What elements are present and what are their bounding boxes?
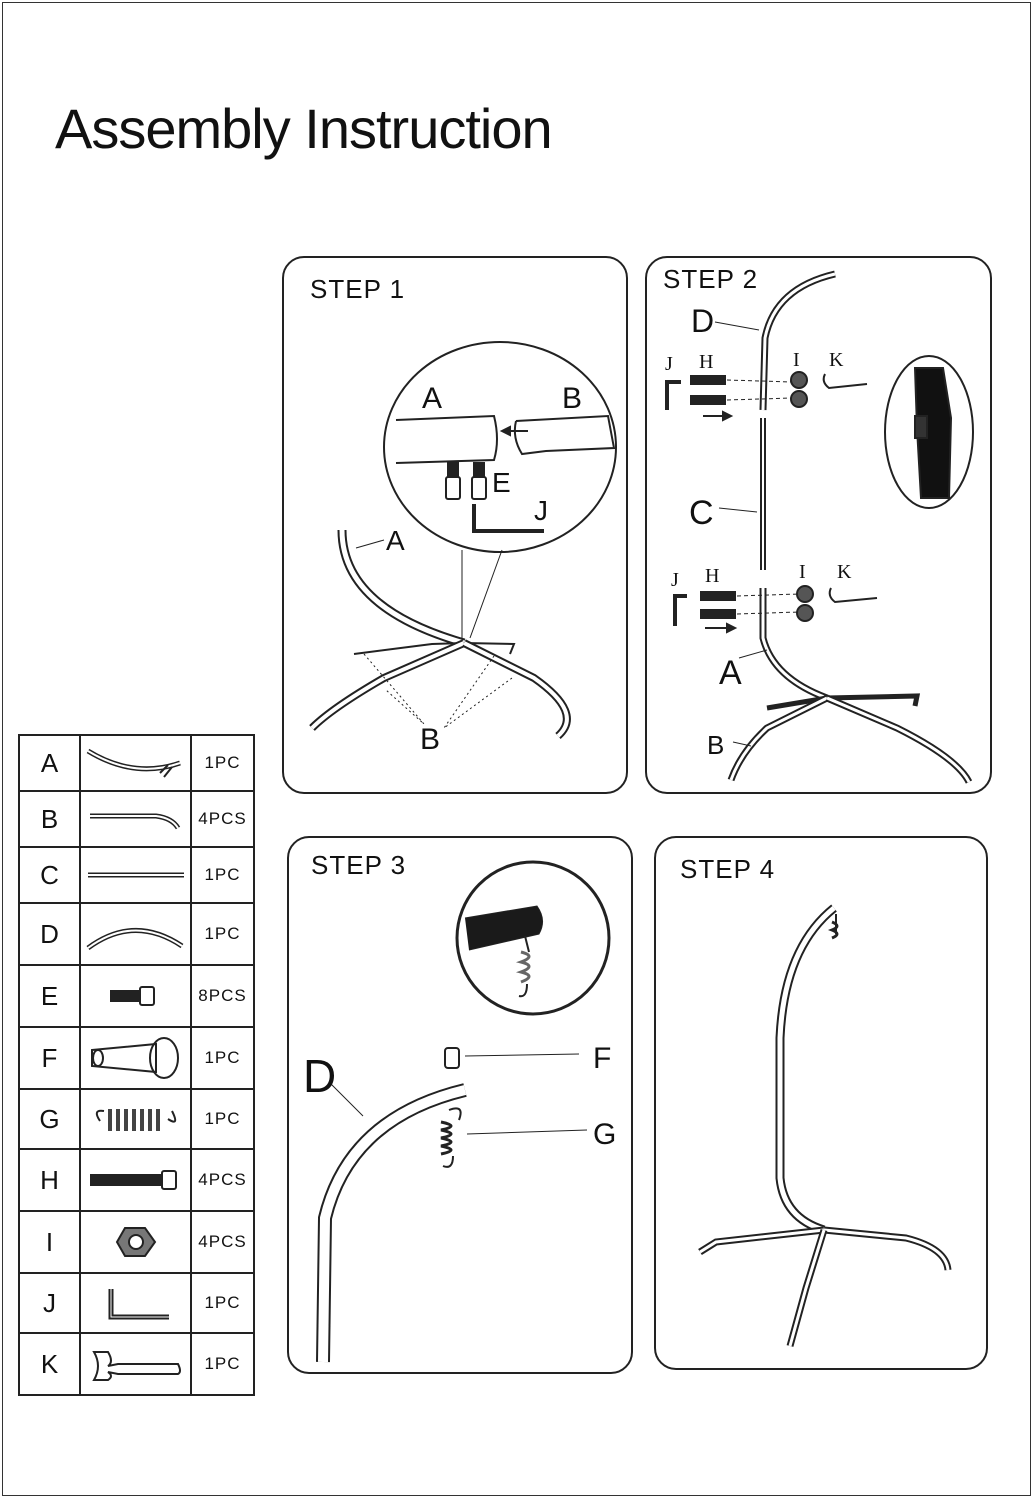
part-quantity: 1PC <box>190 902 255 966</box>
base-leg-b-icon <box>79 790 192 848</box>
straight-pole-c-icon <box>79 846 192 904</box>
step-2-callout-k-lower: K <box>837 561 852 583</box>
step-2-callout-a: A <box>719 654 742 692</box>
step-1-panel: STEP 1 <box>282 256 628 794</box>
step-3-callout-f: F <box>593 1042 611 1075</box>
step-2-callout-h-lower: H <box>705 565 719 587</box>
step-1-callout-e: E <box>492 467 511 498</box>
part-quantity: 8PCS <box>190 964 255 1028</box>
allen-key-j-icon <box>79 1272 192 1334</box>
part-quantity: 1PC <box>190 1088 255 1150</box>
curved-pole-a-icon <box>79 734 192 792</box>
part-letter: I <box>18 1210 81 1274</box>
part-letter: H <box>18 1148 81 1212</box>
part-letter: K <box>18 1332 81 1396</box>
part-letter: E <box>18 964 81 1028</box>
part-letter: G <box>18 1088 81 1150</box>
part-row-e: E 8PCS <box>18 964 255 1028</box>
part-row-a: A 1PC <box>18 734 255 792</box>
part-row-i: I 4PCS <box>18 1210 255 1274</box>
step-1-callout-a-zoom: A <box>422 382 442 415</box>
step-2-label: STEP 2 <box>663 264 759 294</box>
part-row-c: C 1PC <box>18 846 255 904</box>
part-row-j: J 1PC <box>18 1272 255 1334</box>
step-2-callout-h-upper: H <box>699 351 713 373</box>
part-letter: D <box>18 902 81 966</box>
part-row-d: D 1PC <box>18 902 255 966</box>
step-4-panel: STEP 4 <box>654 836 988 1370</box>
step-2-panel: STEP 2 <box>645 256 992 794</box>
part-letter: C <box>18 846 81 904</box>
step-1-callout-j: J <box>534 495 548 526</box>
part-row-h: H 4PCS <box>18 1148 255 1212</box>
part-row-b: B 4PCS <box>18 790 255 848</box>
step-2-callout-c: C <box>689 494 714 532</box>
step-1-callout-b: B <box>420 723 440 756</box>
part-letter: B <box>18 790 81 848</box>
step-2-callout-j-upper: J <box>665 353 673 375</box>
step-3-illustration: D F G <box>303 860 616 1363</box>
wrench-k-icon <box>79 1332 192 1396</box>
step-2-illustration: D C A B J H I K J H I K <box>665 270 974 784</box>
step-2-callout-j-lower: J <box>671 569 679 591</box>
short-bolt-e-icon <box>79 964 192 1028</box>
page-title: Assembly Instruction <box>55 97 553 160</box>
step-3-label: STEP 3 <box>311 850 407 880</box>
part-quantity: 1PC <box>190 1332 255 1396</box>
step-4-illustration <box>698 904 952 1347</box>
part-quantity: 1PC <box>190 1026 255 1090</box>
step-3-panel: STEP 3 D F G <box>287 836 633 1374</box>
part-quantity: 1PC <box>190 1272 255 1334</box>
step-2-callout-i-lower: I <box>799 561 806 583</box>
part-quantity: 4PCS <box>190 1148 255 1212</box>
step-1-callout-b-zoom: B <box>562 382 582 415</box>
part-quantity: 1PC <box>190 846 255 904</box>
step-2-callout-b: B <box>707 730 724 760</box>
step-2-callout-i-upper: I <box>793 349 800 371</box>
part-letter: A <box>18 734 81 792</box>
step-3-callout-g: G <box>593 1118 616 1151</box>
part-quantity: 4PCS <box>190 790 255 848</box>
step-1-callout-a: A <box>386 525 405 556</box>
step-1-illustration: A B E J A B <box>309 341 617 756</box>
parts-list-table: A 1PC B 4PCS C 1PC D 1PC E 8PCS F 1PC G 1PC H 4PCS I 4PCS… <box>18 734 255 1396</box>
spring-g-icon <box>79 1088 192 1150</box>
part-letter: F <box>18 1026 81 1090</box>
step-2-callout-d: D <box>691 303 714 339</box>
part-row-g: G 1PC <box>18 1088 255 1150</box>
part-row-f: F 1PC <box>18 1026 255 1090</box>
end-cap-f-icon <box>79 1026 192 1090</box>
step-2-callout-k-upper: K <box>829 349 844 371</box>
step-3-callout-d: D <box>303 1050 336 1102</box>
part-quantity: 4PCS <box>190 1210 255 1274</box>
part-letter: J <box>18 1272 81 1334</box>
step-1-label: STEP 1 <box>310 274 406 304</box>
part-row-k: K 1PC <box>18 1332 255 1396</box>
curved-top-pole-d-icon <box>79 902 192 966</box>
step-4-label: STEP 4 <box>680 854 776 884</box>
part-quantity: 1PC <box>190 734 255 792</box>
long-bolt-h-icon <box>79 1148 192 1212</box>
nut-i-icon <box>79 1210 192 1274</box>
